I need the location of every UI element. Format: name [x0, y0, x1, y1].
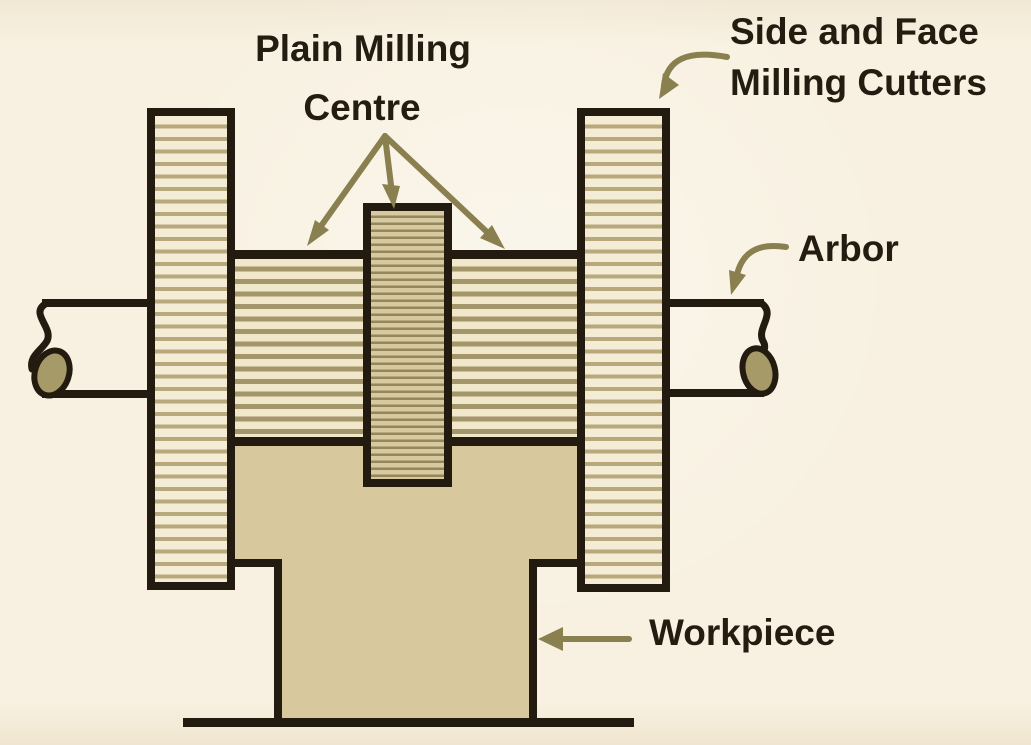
label-side-face-line1: Side and Face: [730, 11, 979, 52]
arbor-break-blob-right: [739, 345, 779, 397]
arrowhead-center-cutter: [382, 184, 400, 209]
arbor-break-blob-left: [31, 347, 73, 399]
side-face-cutter-left: [147, 108, 235, 590]
arrowhead-arbor: [729, 270, 746, 295]
arrowhead-workpiece: [538, 627, 563, 651]
label-workpiece: Workpiece: [649, 612, 836, 653]
arrowhead-arbor-left: [307, 220, 329, 246]
arrow-line-to-arbor-right: [382, 133, 490, 235]
label-side-face-line2: Milling Cutters: [730, 62, 987, 103]
label-plain-milling-line1: Plain Milling: [255, 28, 471, 69]
plain-milling-cutter: [363, 203, 452, 487]
label-plain-milling-line2: Centre: [303, 87, 421, 128]
label-arbor: Arbor: [798, 228, 899, 269]
arbor-shaft-right: [662, 299, 764, 397]
arbor-break-left: [28, 299, 52, 373]
arrowhead-arbor-right: [480, 225, 505, 249]
side-face-cutter-right: [577, 108, 670, 592]
arbor-shaft-left: [42, 299, 155, 398]
arrow-line-to-center-cutter: [382, 133, 394, 188]
arrowhead-side-face: [659, 73, 679, 99]
arrow-line-to-arbor-left: [318, 133, 388, 229]
